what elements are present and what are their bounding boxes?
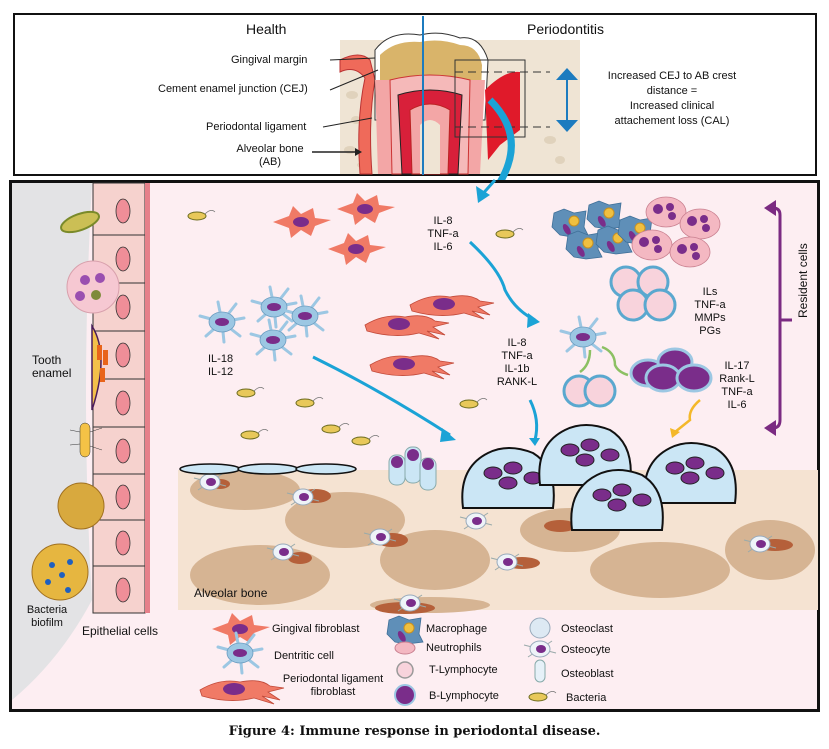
cytokine-label: IL-6 (727, 399, 747, 411)
cal-box (454, 59, 526, 138)
cal-annotation-line1: Increased CEJ to AB crest (607, 70, 737, 82)
signal-arrowheads-blue (440, 186, 540, 446)
cytokine-arrow-yellow (674, 399, 701, 433)
tooth-illustration (312, 16, 580, 180)
pointer-pdl (322, 117, 373, 128)
legend-neutrophils: Neutrophils (426, 642, 482, 654)
legend-b-lymphocyte-icon (394, 684, 416, 706)
cal-annotation-line2: distance = (646, 85, 698, 97)
label-cej: Cement enamel junction (CEJ) (158, 83, 308, 95)
legend-t-lymphocyte-icon (396, 661, 414, 679)
pointer-gingival-margin (329, 57, 376, 61)
cytokine-label: TNF-a (427, 228, 459, 240)
health-title: Health (246, 21, 287, 37)
root-canal (420, 120, 440, 174)
resident-cells-label: Resident cells (796, 243, 810, 318)
cytokine-label: IL-1b (504, 363, 530, 375)
b-lymphocyte-cluster (629, 347, 713, 393)
legend-b-lymphocyte: B-Lymphocyte (429, 690, 499, 702)
bone-lining-cells (179, 446, 437, 491)
label-enamel: enamel (32, 366, 72, 380)
resident-cells-bracket (764, 200, 792, 436)
legend-dendritic-cell-icon (216, 631, 264, 675)
cytokine-label: IL-8 (433, 215, 453, 227)
arrow-up-head (556, 68, 578, 80)
cytokine-label: IL-8 (507, 337, 527, 349)
legend-neutrophil-icon (394, 641, 416, 655)
label-periodontal-ligament: Periodontal ligament (206, 121, 307, 133)
legend-macrophage: Macrophage (426, 623, 488, 635)
gingiva-left (339, 54, 376, 175)
cytokine-label: IL-6 (433, 241, 453, 253)
cytokine-label: RANK-L (496, 376, 538, 388)
legend-osteoclast-icon (529, 617, 551, 639)
cal-annotation-line4: attachement loss (CAL) (614, 115, 730, 127)
legend-bacteria-icon (528, 690, 557, 702)
label-biofilm: biofilm (31, 617, 63, 629)
zoom-in-arrow (487, 97, 515, 180)
alveolar-bone-label: Alveolar bone (194, 586, 268, 600)
label-bacteria: Bacteria (26, 604, 68, 616)
cytokine-label: PGs (699, 325, 721, 337)
pdl-fibroblast-cluster (364, 295, 495, 380)
cytokine-label: IL-17 (724, 360, 750, 372)
yellow-arrowhead (670, 428, 680, 438)
bacteria-types (31, 210, 120, 601)
cytokine-label: MMPs (694, 312, 726, 324)
cytokine-label: IL-18 (208, 353, 234, 365)
label-alveolar-bone-line2: (AB) (259, 156, 281, 168)
pointer-cej (329, 69, 379, 91)
differentiation-arrows-green (579, 345, 629, 377)
cytokine-label: TNF-a (501, 350, 533, 362)
gingival-fibroblast-cluster (273, 193, 395, 265)
label-alveolar-bone: Alveolar bone (AB) (230, 143, 310, 169)
label-tooth: Tooth (32, 353, 62, 367)
legend-osteoblast: Osteoblast (561, 668, 614, 680)
legend-bacteria: Bacteria (566, 692, 607, 704)
arrow-down-head (556, 120, 578, 132)
label-bacteria-biofilm: Bacteria biofilm (22, 604, 72, 630)
legend-dendritic-cell: Dentritic cell (274, 650, 334, 662)
cytokine-label: IL-12 (208, 366, 234, 378)
figure-caption: Figure 4: Immune response in periodontal… (228, 724, 601, 739)
label-tooth-enamel: Tooth enamel (32, 354, 71, 380)
legend-pdl-line2: fibroblast (310, 686, 356, 698)
cytokine-label: ILs (702, 286, 718, 298)
cytokine-label: TNF-a (694, 299, 726, 311)
cytokine-label: Rank-L (719, 373, 755, 385)
legend-osteoblast-icon (534, 659, 546, 683)
legend-gingival-fibroblast-icon (212, 613, 270, 645)
label-epithelial-cells: Epithelial cells (82, 624, 159, 638)
label-alveolar-bone-line1: Alveolar bone (236, 143, 304, 155)
label-gingival-margin: Gingival margin (231, 54, 308, 66)
cal-annotation: Increased CEJ to AB crest distance = Inc… (592, 69, 752, 129)
legend-osteocyte-icon (523, 640, 557, 658)
legend-icons (199, 613, 557, 706)
epithelial-cells (92, 182, 150, 614)
legend-t-lymphocyte: T-Lymphocyte (429, 664, 498, 676)
legend-pdl-line1: Periodontal ligament (282, 673, 384, 685)
legend-macrophage-icon (386, 615, 424, 645)
legend-gingival-fibroblast: Gingival fibroblast (272, 623, 360, 635)
cal-annotation-line3: Increased clinical (629, 100, 715, 112)
neutrophil-cluster (631, 196, 721, 268)
cytokine-label: TNF-a (721, 386, 753, 398)
legend-pdl-fibroblast: Periodontal ligament fibroblast (268, 673, 398, 699)
periodontitis-title: Periodontitis (527, 21, 605, 37)
legend-osteoclast: Osteoclast (561, 623, 613, 635)
legend-osteocyte: Osteocyte (561, 644, 611, 656)
